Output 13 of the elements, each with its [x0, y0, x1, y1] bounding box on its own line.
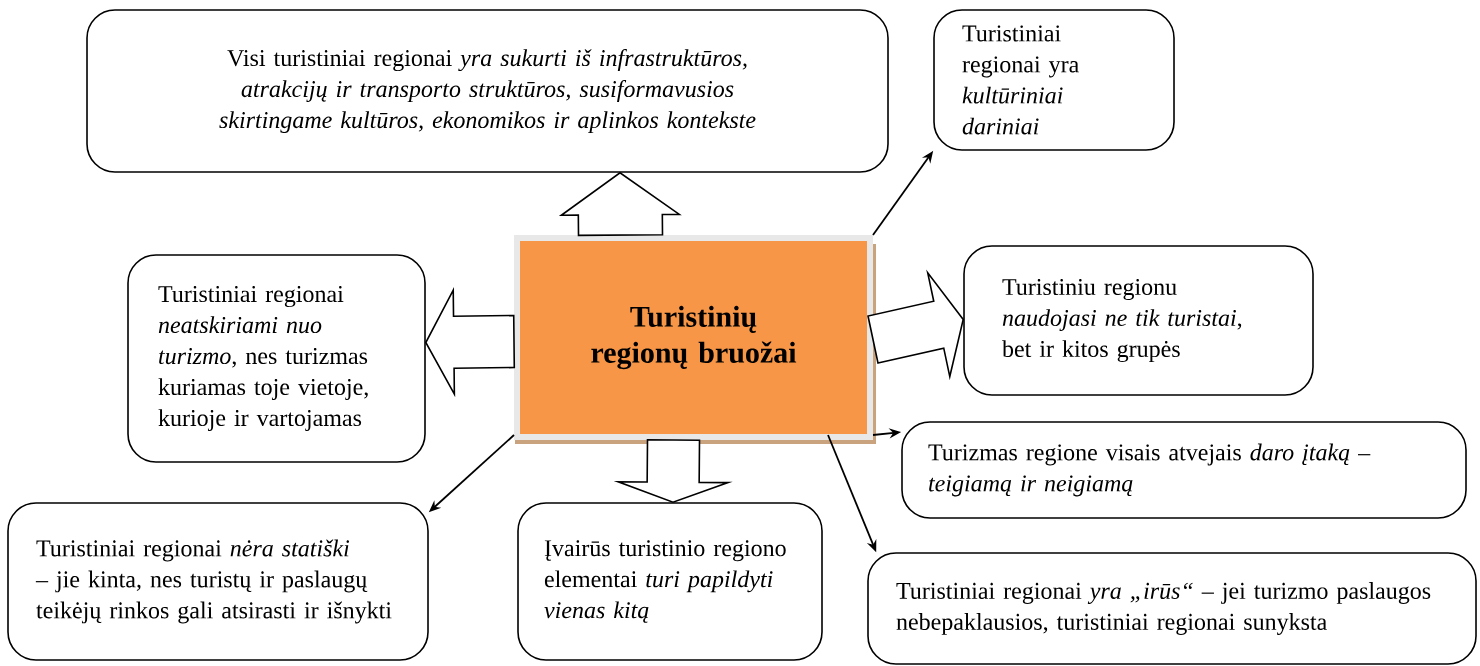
text-box: Turizmas regione visais atvejais daro įtaką – teigiamą ir neigiamą	[901, 421, 1467, 519]
title-box: Turistinių regionų bruožai	[514, 235, 876, 444]
block-arrow	[424, 287, 516, 398]
block-arrow	[867, 269, 965, 381]
text-box: Įvairūs turistinio regiono elementai turi papildyti vienas kitą	[517, 502, 823, 661]
block-arrow	[613, 439, 733, 504]
text-box: Turistiniu regionu naudojasi ne tik turistai, bet ir kitos grupės	[963, 245, 1314, 396]
text-box: Turistiniai regionai neatskiriami nuo turizmo, nes turizmas kuriamas toje vietoje, kurioje ir vartojamas	[127, 254, 426, 463]
block-arrow	[558, 171, 682, 237]
text-box: Visi turistiniai regionai yra sukurti iš infrastruktūros, atrakcijų ir transporto struktūros, susiformavusios skirtingame kultūros, ekonomikos ir aplinkos kontekste	[86, 9, 889, 173]
text-box: Turistiniai regionai nėra statiški – jie kinta, nes turistų ir paslaugų teikėjų rinkos gali atsirasti ir išnykti	[7, 502, 429, 661]
text-box: Turistiniai regionai yra „irūs“ – jei turizmo paslaugos nebepaklausios, turistiniai regionai sunyksta	[867, 552, 1477, 665]
text-box: Turistiniai regionai yra kultūriniai dariniai	[933, 9, 1175, 151]
